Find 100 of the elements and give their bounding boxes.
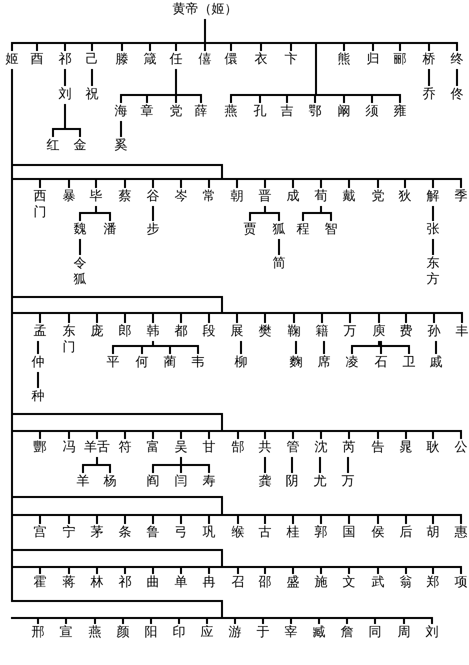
tree-line — [323, 341, 325, 354]
tree-line — [68, 515, 70, 524]
tree-line — [378, 313, 380, 323]
tree-line — [78, 205, 112, 214]
tree-line — [79, 213, 81, 221]
surname-label: 项 — [454, 575, 468, 591]
tree-line — [433, 313, 435, 323]
surname-label: 章 — [140, 104, 154, 120]
tree-line — [293, 313, 295, 323]
surname-label: 万 — [344, 324, 356, 340]
tree-line — [292, 567, 294, 574]
tree-line — [180, 179, 182, 188]
tree-line — [348, 179, 350, 188]
surname-label: 文 — [342, 575, 356, 591]
surname-label: 僖 — [198, 52, 212, 68]
tree-line — [208, 465, 210, 473]
surname-label: 卫 — [402, 355, 416, 371]
surname-label: 颜 — [116, 625, 130, 641]
surname-label: 阚 — [338, 104, 350, 120]
tree-line — [292, 431, 294, 439]
tree-line — [264, 431, 266, 439]
surname-label: 闫 — [174, 474, 188, 490]
surname-label: 惠 — [454, 525, 468, 541]
surname-label: 晋 — [258, 189, 272, 205]
tree-line — [432, 206, 434, 221]
tree-line — [399, 95, 401, 103]
tree-line — [39, 179, 41, 188]
tree-line — [405, 431, 407, 439]
tree-line — [460, 179, 462, 188]
tree-line — [456, 69, 458, 86]
tree-line — [377, 567, 379, 574]
tree-line — [319, 457, 321, 473]
surname-label: 杨 — [104, 474, 116, 490]
tree-line — [152, 179, 154, 188]
tree-line — [152, 515, 154, 524]
surname-label: 樊 — [258, 324, 272, 340]
tree-line — [460, 567, 462, 574]
surname-label: 祁 — [118, 575, 132, 591]
surname-label: 谷 — [146, 189, 160, 205]
surname-label: 符 — [118, 440, 132, 456]
surname-label: 狐 — [272, 222, 286, 238]
tree-line — [292, 179, 294, 188]
tree-line — [120, 121, 122, 137]
tree-line — [290, 43, 292, 51]
surname-label: 儇 — [224, 52, 238, 68]
surname-label: 刘 — [426, 625, 438, 641]
surname-label: 成 — [286, 189, 300, 205]
surname-label: 富 — [146, 440, 160, 456]
tree-line — [152, 431, 154, 439]
tree-line — [350, 340, 411, 347]
surname-label: 游 — [228, 625, 242, 641]
tree-line — [52, 129, 54, 137]
surname-label: 终 — [450, 52, 464, 68]
tree-line — [180, 567, 182, 574]
surname-label: 程 — [296, 222, 310, 238]
surname-label: 冉 — [202, 575, 216, 591]
surname-label: 展 — [230, 324, 244, 340]
surname-label: 张 — [426, 222, 440, 238]
tree-line — [208, 179, 210, 188]
surname-label: 庞 — [90, 324, 104, 340]
tree-line — [197, 346, 199, 354]
surname-label: 奚 — [114, 138, 128, 154]
tree-line — [403, 618, 405, 624]
surname-label: 臧 — [312, 625, 326, 641]
tree-line — [180, 313, 182, 323]
tree-line — [260, 43, 262, 51]
surname-label: 宣 — [60, 625, 72, 641]
surname-label: 黄帝（姬） — [172, 2, 238, 18]
tree-line — [320, 567, 322, 574]
tree-line — [264, 457, 266, 473]
tree-line — [39, 431, 41, 439]
tree-line — [124, 515, 126, 524]
surname-label: 蔺 — [164, 355, 176, 371]
tree-line — [175, 43, 177, 51]
tree-line — [91, 69, 93, 86]
surname-label: 魏 — [74, 222, 86, 238]
surname-label: 孟 — [34, 324, 46, 340]
tree-line — [152, 567, 154, 574]
tree-line — [408, 346, 410, 354]
surname-label: 己 — [86, 52, 98, 68]
surname-label: 吴 — [174, 440, 188, 456]
tree-line — [262, 618, 264, 624]
surname-label: 毕 — [90, 189, 102, 205]
surname-label: 施 — [314, 575, 328, 591]
surname-label: 寿 — [202, 474, 216, 490]
surname-label: 平 — [106, 355, 120, 371]
surname-label: 晁 — [400, 440, 412, 456]
tree-line — [301, 205, 333, 214]
tree-line — [112, 346, 114, 354]
surname-label: 单 — [174, 575, 188, 591]
surname-label: 阴 — [286, 474, 298, 490]
tree-line — [432, 239, 434, 255]
surname-label: 熊 — [338, 52, 350, 68]
tree-line — [349, 313, 351, 323]
tree-line — [65, 618, 67, 624]
surname-label: 邵 — [258, 575, 272, 591]
surname-label: 侯 — [372, 525, 384, 541]
tree-line — [320, 431, 322, 439]
surname-label: 滕 — [116, 52, 128, 68]
surname-label: 蒋 — [62, 575, 76, 591]
